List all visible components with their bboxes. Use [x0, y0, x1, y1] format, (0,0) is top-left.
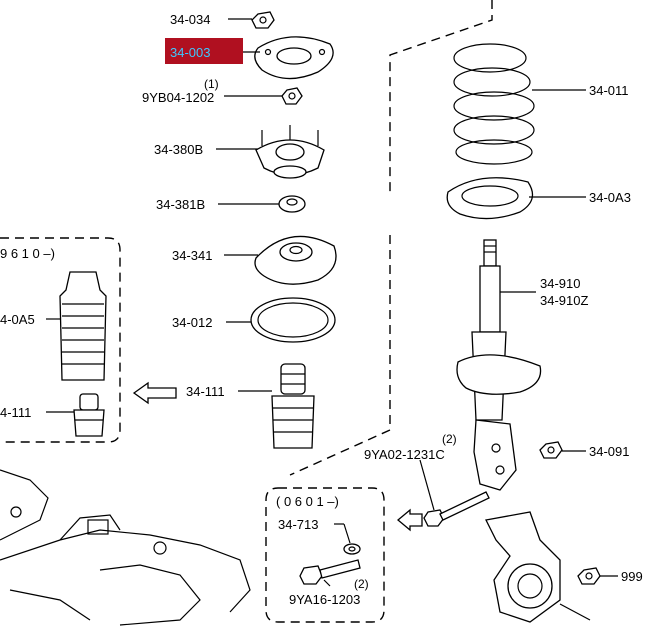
label-34-341[interactable]: 34-341: [172, 248, 212, 263]
spring-group-outline: [289, 0, 493, 476]
washer-34-713: [343, 543, 361, 555]
label-34-011[interactable]: 34-011: [589, 83, 629, 98]
label-9ya02-1231c[interactable]: 9YA02-1231C: [364, 447, 445, 462]
label-left-34-0a5[interactable]: 4-0A5: [0, 312, 35, 327]
label-box-date: ( 0 6 0 1 –): [276, 494, 339, 509]
label-9ya16-1203[interactable]: 9YA16-1203: [289, 592, 360, 607]
mount-34-380b: [255, 125, 325, 179]
label-34-713[interactable]: 34-713: [278, 517, 318, 532]
seat-34-012: [250, 297, 336, 343]
label-34-0a3[interactable]: 34-0A3: [589, 190, 631, 205]
plate-34-003: [254, 36, 334, 80]
boot-kit-outline: [0, 237, 121, 443]
label-34-034[interactable]: 34-034: [170, 12, 210, 27]
label-left-date: 9 6 1 0 –): [0, 246, 55, 261]
bumper-left-34-111: [73, 393, 105, 437]
label-34-111[interactable]: 34-111: [186, 384, 225, 399]
nut-999: [577, 567, 601, 585]
leader-lines: [46, 18, 618, 587]
label-34-091[interactable]: 34-091: [589, 444, 629, 459]
nut-34-091: [539, 441, 563, 459]
spring-34-011: [453, 43, 535, 165]
nut-9yb04-1202: [281, 87, 303, 105]
direction-arrow: [132, 381, 177, 405]
nut-34-034: [251, 11, 275, 29]
label-9ya02-qty: (2): [442, 432, 457, 446]
bolt-9ya16-1203: [299, 559, 361, 585]
boot-34-0a5: [59, 271, 107, 381]
label-34-380b[interactable]: 34-380B: [154, 142, 203, 157]
label-9yb04-qty: (1): [204, 77, 219, 91]
bumper-34-111: [271, 363, 315, 449]
subframe: [0, 469, 251, 626]
label-9ya16-qty: (2): [354, 577, 369, 591]
label-34-012[interactable]: 34-012: [172, 315, 212, 330]
direction-arrow-2: [396, 508, 423, 532]
label-34-910z[interactable]: 34-910Z: [540, 293, 588, 308]
label-left-34-111[interactable]: 4-111: [0, 405, 31, 420]
label-34-910[interactable]: 34-910: [540, 276, 580, 291]
washer-34-381b: [278, 195, 306, 213]
strut-34-910: [456, 239, 542, 491]
highlight-box: [165, 38, 243, 64]
label-9yb04-1202[interactable]: 9YB04-1202: [142, 90, 214, 105]
seat-34-341: [254, 235, 337, 285]
insulator-34-0a3: [446, 177, 534, 220]
bolt-kit-outline: [265, 487, 385, 623]
label-34-381b[interactable]: 34-381B: [156, 197, 205, 212]
label-999[interactable]: 999: [621, 569, 643, 584]
steering-knuckle: [485, 511, 591, 623]
label-34-003[interactable]: 34-003: [170, 45, 210, 60]
bolt-9ya02-1231c: [423, 491, 490, 527]
